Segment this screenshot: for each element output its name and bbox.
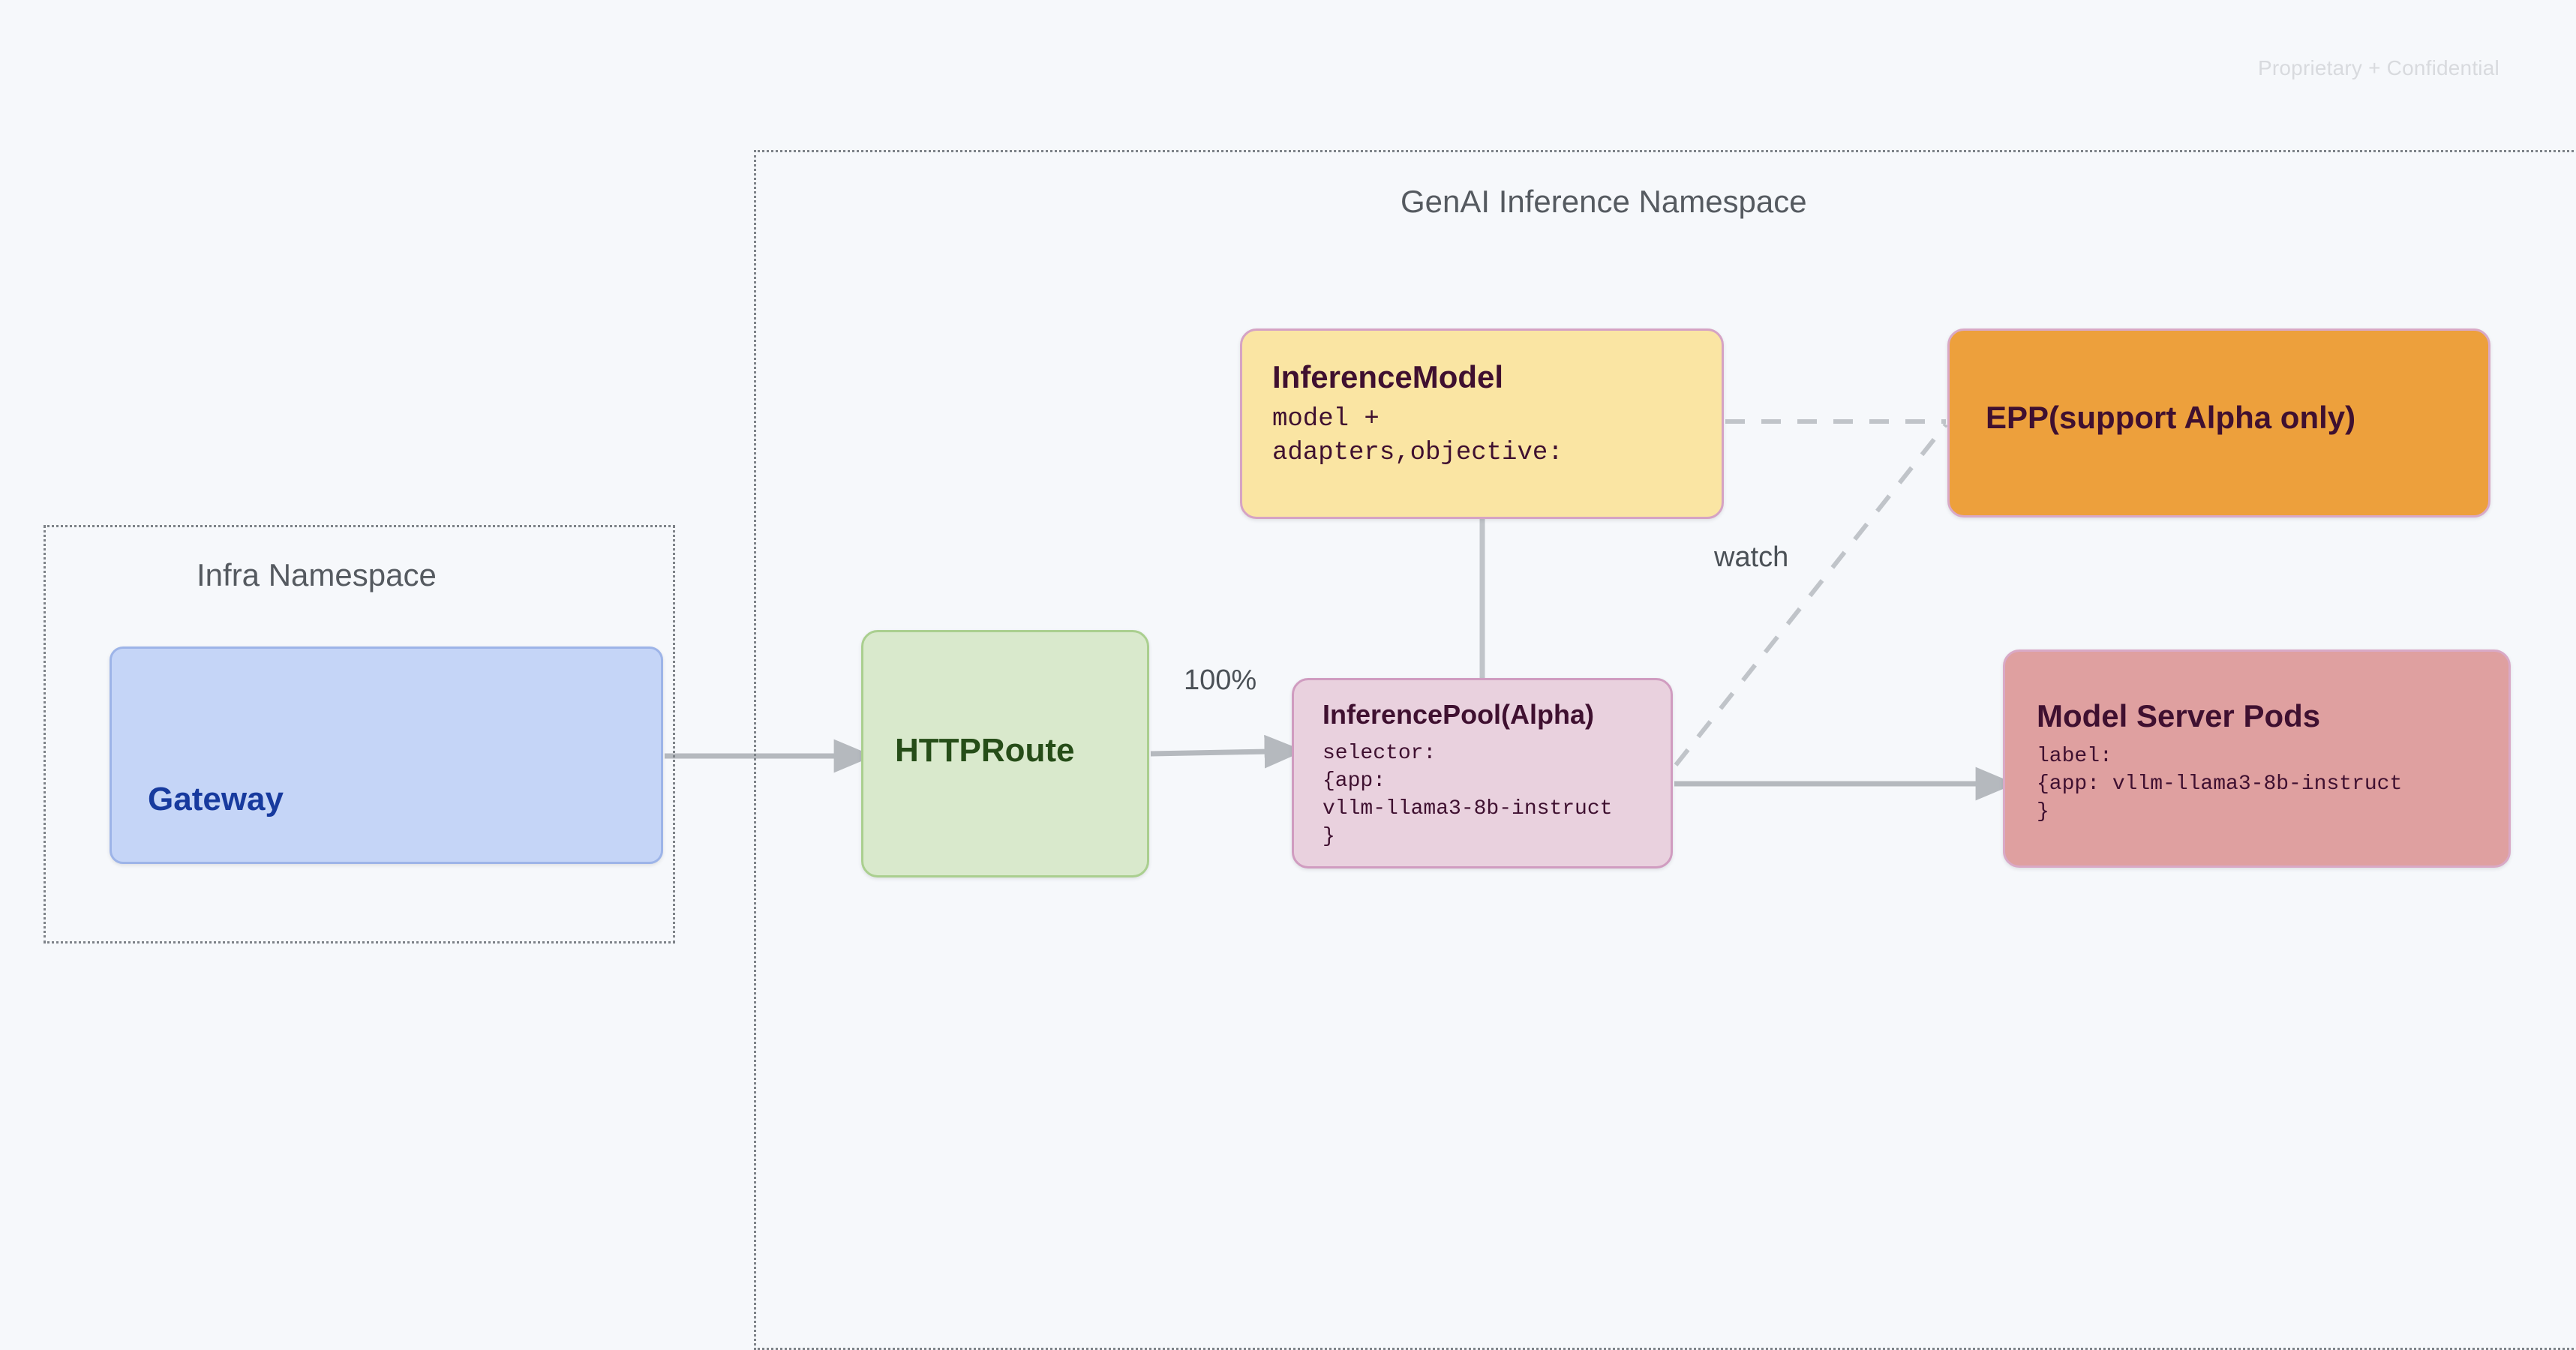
node-inferencepool[interactable]: InferencePool(Alpha) selector: {app: vll… <box>1292 678 1673 868</box>
confidentiality-watermark: Proprietary + Confidential <box>2258 56 2499 80</box>
node-inferencemodel-detail: model + adapters,objective: <box>1272 405 1563 467</box>
node-gateway[interactable]: Gateway <box>110 646 663 864</box>
node-model-server-pods[interactable]: Model Server Pods label: {app: vllm-llam… <box>2003 650 2511 868</box>
namespace-infra <box>44 525 675 944</box>
node-inferencepool-detail: selector: {app: vllm-llama3-8b-instruct … <box>1323 742 1613 848</box>
namespace-infra-title: Infra Namespace <box>197 557 437 592</box>
namespace-genai-inference-title: GenAI Inference Namespace <box>1401 184 1807 219</box>
node-gateway-title: Gateway <box>148 781 284 818</box>
edge-label-traffic-weight: 100% <box>1184 664 1257 696</box>
node-httproute[interactable]: HTTPRoute <box>861 630 1149 878</box>
node-inferencepool-title: InferencePool(Alpha) <box>1323 699 1595 730</box>
node-epp-title: EPP(support Alpha only) <box>1986 400 2356 435</box>
node-httproute-title: HTTPRoute <box>895 732 1075 769</box>
node-model-server-pods-title: Model Server Pods <box>2037 698 2321 734</box>
node-model-server-pods-detail: label: {app: vllm-llama3-8b-instruct } <box>2037 745 2403 824</box>
edge-label-watch: watch <box>1714 542 1789 573</box>
node-inferencemodel-title: InferenceModel <box>1272 359 1504 394</box>
node-inferencemodel[interactable]: InferenceModel model + adapters,objectiv… <box>1240 328 1724 519</box>
node-epp[interactable]: EPP(support Alpha only) <box>1947 328 2490 518</box>
